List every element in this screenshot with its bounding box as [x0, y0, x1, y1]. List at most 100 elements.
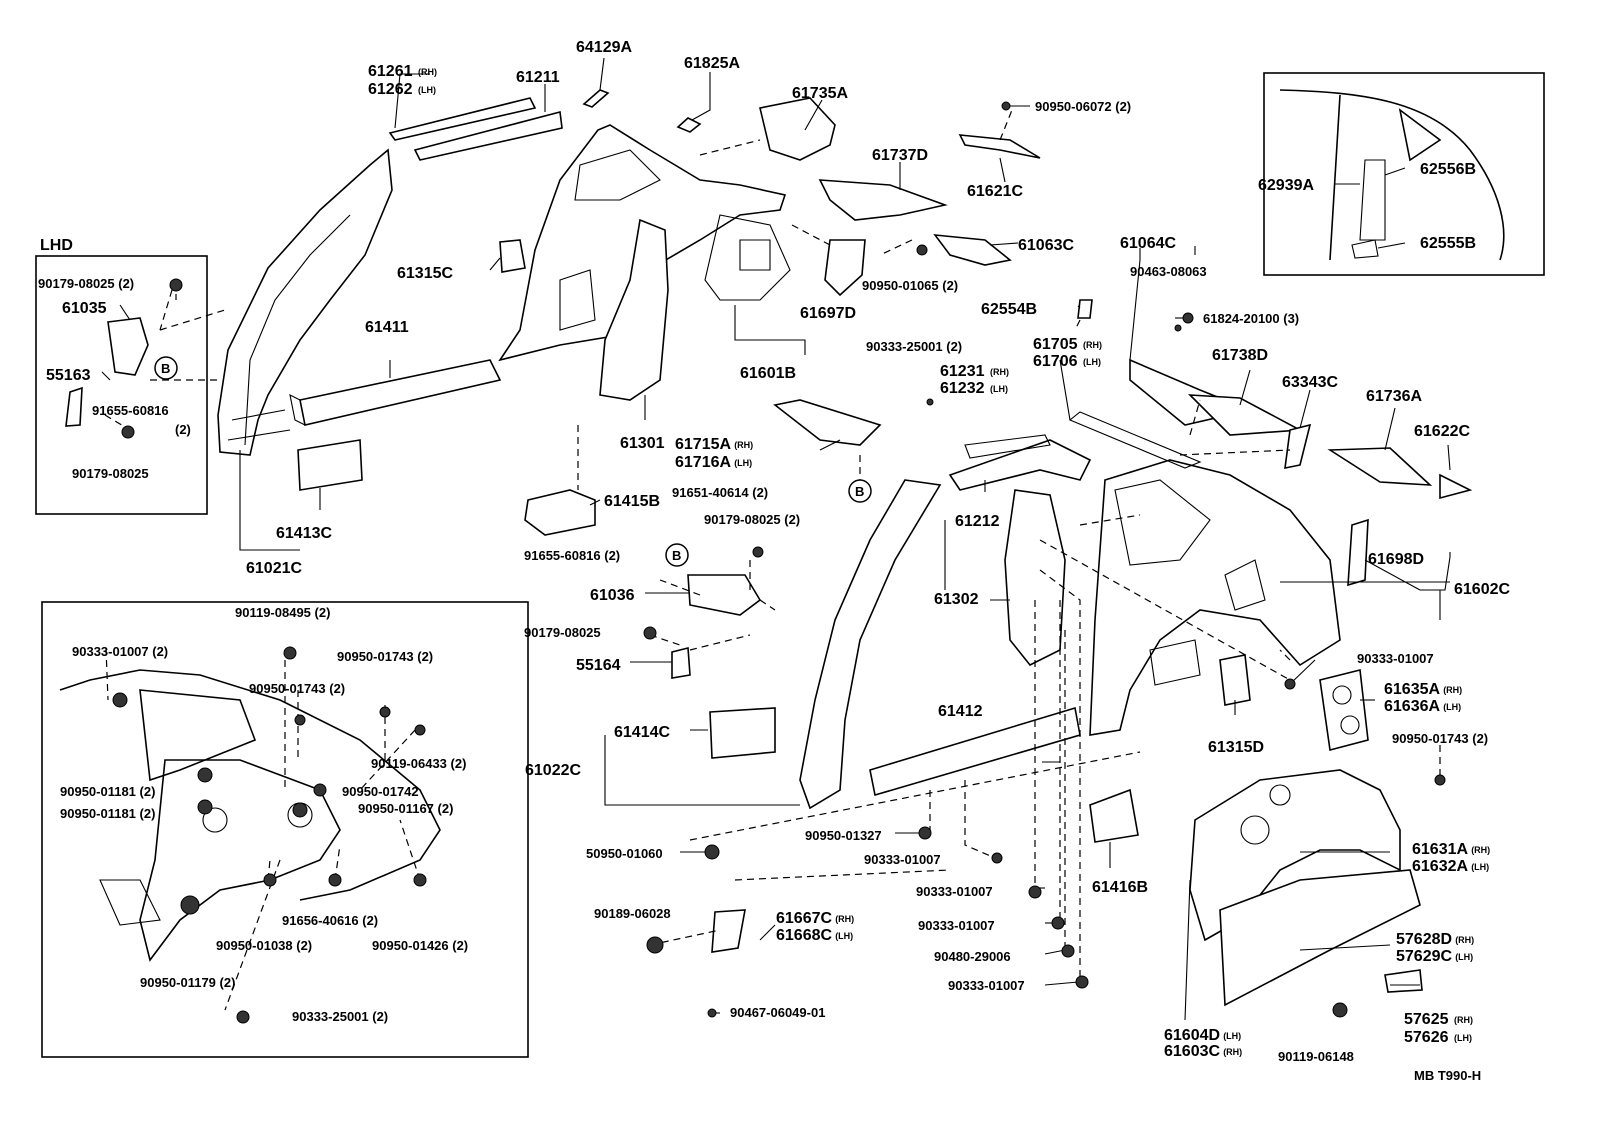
diagram-code: MB T990-H [1414, 1068, 1481, 1083]
part-label-i90950_01743a: 90950-01743 (2) [337, 649, 433, 664]
part-label-suffix-p61668C: (LH) [835, 931, 853, 941]
part-label-suffix-p61706: (LH) [1083, 357, 1101, 367]
part-label-p90333_25001a: 90333-25001 (2) [866, 339, 962, 354]
part-label-p61414C: 61414C [614, 724, 670, 741]
part-label-p61411: 61411 [365, 319, 409, 336]
part-label-p91655_60816a: 91655-60816 [92, 403, 169, 418]
part-label-p55163: 55163 [46, 367, 91, 384]
part-label-p61261: 61261 [368, 63, 413, 80]
part-label-p55164: 55164 [576, 657, 621, 674]
part-label-p61301: 61301 [620, 435, 665, 452]
part-label-p61302: 61302 [934, 591, 979, 608]
part-label-p61064C: 61064C [1120, 235, 1176, 252]
part-label-suffix-p57626: (LH) [1454, 1033, 1472, 1043]
part-label-p61697D: 61697D [800, 305, 856, 322]
part-label-p61036: 61036 [590, 587, 635, 604]
part-label-p62556B: 62556B [1420, 161, 1476, 178]
badge-b-61715: B [848, 479, 872, 503]
part-label-p61602C: 61602C [1454, 581, 1510, 598]
part-label-p90463_08063: 90463-08063 [1130, 264, 1207, 279]
part-labels: 61261(RH)61262(LH)6121164129A61825A61735… [38, 39, 1510, 1064]
part-label-i90950_01181a: 90950-01181 (2) [60, 784, 155, 799]
part-label-p90119_06148: 90119-06148 [1278, 1049, 1354, 1064]
part-label-i90950_01167: 90950-01167 (2) [358, 801, 453, 816]
part-label-p61668C: 61668C [776, 927, 832, 944]
part-label-suffix-p61632A: (LH) [1471, 862, 1489, 872]
part-label-p90950_01743a: 90950-01743 (2) [1392, 731, 1488, 746]
part-label-p91655_qty: (2) [175, 422, 191, 437]
part-label-p61416B: 61416B [1092, 879, 1148, 896]
part-label-p61705: 61705 [1033, 336, 1078, 353]
part-label-i90950_01426: 90950-01426 (2) [372, 938, 468, 953]
part-label-p61212: 61212 [955, 513, 1000, 530]
part-label-p61716A: 61716A [675, 454, 731, 471]
dashed-lines [104, 109, 1441, 1011]
part-label-p61715A: 61715A [675, 436, 731, 453]
part-label-suffix-p61716A: (LH) [734, 458, 752, 468]
part-label-p61315D: 61315D [1208, 739, 1264, 756]
badge-b-lhd: B [154, 356, 178, 380]
part-label-p90950_01327: 90950-01327 [805, 828, 882, 843]
part-label-p61706: 61706 [1033, 353, 1078, 370]
part-label-p91655_60816b: 91655-60816 (2) [524, 548, 620, 563]
part-label-p90333_01007a: 90333-01007 [1357, 651, 1434, 666]
part-label-p61738D: 61738D [1212, 347, 1268, 364]
part-label-i90950_01181b: 90950-01181 (2) [60, 806, 155, 821]
part-label-p90950_01065: 90950-01065 (2) [862, 278, 958, 293]
detail-inset-frame [41, 601, 529, 1058]
part-label-p61063C: 61063C [1018, 237, 1074, 254]
part-label-p62555B: 62555B [1420, 235, 1476, 252]
part-label-p62939A: 62939A [1258, 177, 1314, 194]
part-label-p64129A: 64129A [576, 39, 632, 56]
part-label-suffix-p61667C: (RH) [835, 914, 854, 924]
part-label-p90189_06028: 90189-06028 [594, 906, 671, 921]
part-label-p63343C: 63343C [1282, 374, 1338, 391]
part-label-suffix-p61262: (LH) [418, 85, 436, 95]
lhd-inset-frame [35, 255, 208, 515]
part-label-p90179_08025d: 90179-08025 [524, 625, 601, 640]
rear-view-inset-frame [1263, 72, 1545, 276]
part-label-p57629C: 57629C [1396, 948, 1452, 965]
part-label-p61211: 61211 [516, 69, 560, 86]
badge-b-61036: B [665, 543, 689, 567]
part-label-suffix-p61715A: (RH) [734, 440, 753, 450]
part-label-i90333_01007: 90333-01007 (2) [72, 644, 168, 659]
part-label-suffix-p61635A: (RH) [1443, 685, 1462, 695]
part-label-p62554B: 62554B [981, 301, 1037, 318]
part-label-p61636A: 61636A [1384, 698, 1440, 715]
svg-text:B: B [672, 548, 681, 563]
part-label-p57626: 57626 [1404, 1029, 1449, 1046]
part-label-suffix-p61232: (LH) [990, 384, 1008, 394]
part-label-p61021C: 61021C [246, 560, 302, 577]
part-label-p90179_08025b: 90179-08025 [72, 466, 149, 481]
part-label-p61698D: 61698D [1368, 551, 1424, 568]
part-label-i90119_06433: 90119-06433 (2) [371, 756, 466, 771]
part-label-p90480_29006: 90480-29006 [934, 949, 1011, 964]
part-label-p61635A: 61635A [1384, 681, 1440, 698]
part-label-p90333_01007e: 90333-01007 [948, 978, 1025, 993]
part-label-p61601B: 61601B [740, 365, 796, 382]
part-label-p50950_01060: 50950-01060 [586, 846, 663, 861]
part-label-p90333_01007d: 90333-01007 [918, 918, 995, 933]
part-label-p90333_01007c: 90333-01007 [916, 884, 993, 899]
part-label-suffix-p57628D: (RH) [1455, 935, 1474, 945]
part-label-i90950_01038: 90950-01038 (2) [216, 938, 312, 953]
part-label-suffix-p57629C: (LH) [1455, 952, 1473, 962]
part-label-p61604D: 61604D [1164, 1027, 1220, 1044]
part-label-p57628D: 57628D [1396, 931, 1452, 948]
parts-artwork [59, 89, 1505, 1007]
part-label-p61737D: 61737D [872, 147, 928, 164]
part-label-i90950_01179: 90950-01179 (2) [140, 975, 235, 990]
part-label-p61622C: 61622C [1414, 423, 1470, 440]
part-label-p61824_20100: 61824-20100 (3) [1203, 311, 1299, 326]
part-label-p90179_08025a: 90179-08025 (2) [38, 276, 134, 291]
part-label-suffix-p57625: (RH) [1454, 1015, 1473, 1025]
part-label-suffix-p61631A: (RH) [1471, 845, 1490, 855]
part-label-p61667C: 61667C [776, 910, 832, 927]
part-label-p61232: 61232 [940, 380, 985, 397]
part-label-i90333_25001: 90333-25001 (2) [292, 1009, 388, 1024]
part-label-suffix-p61261: (RH) [418, 67, 437, 77]
part-label-p61621C: 61621C [967, 183, 1023, 200]
part-label-p61735A: 61735A [792, 85, 848, 102]
